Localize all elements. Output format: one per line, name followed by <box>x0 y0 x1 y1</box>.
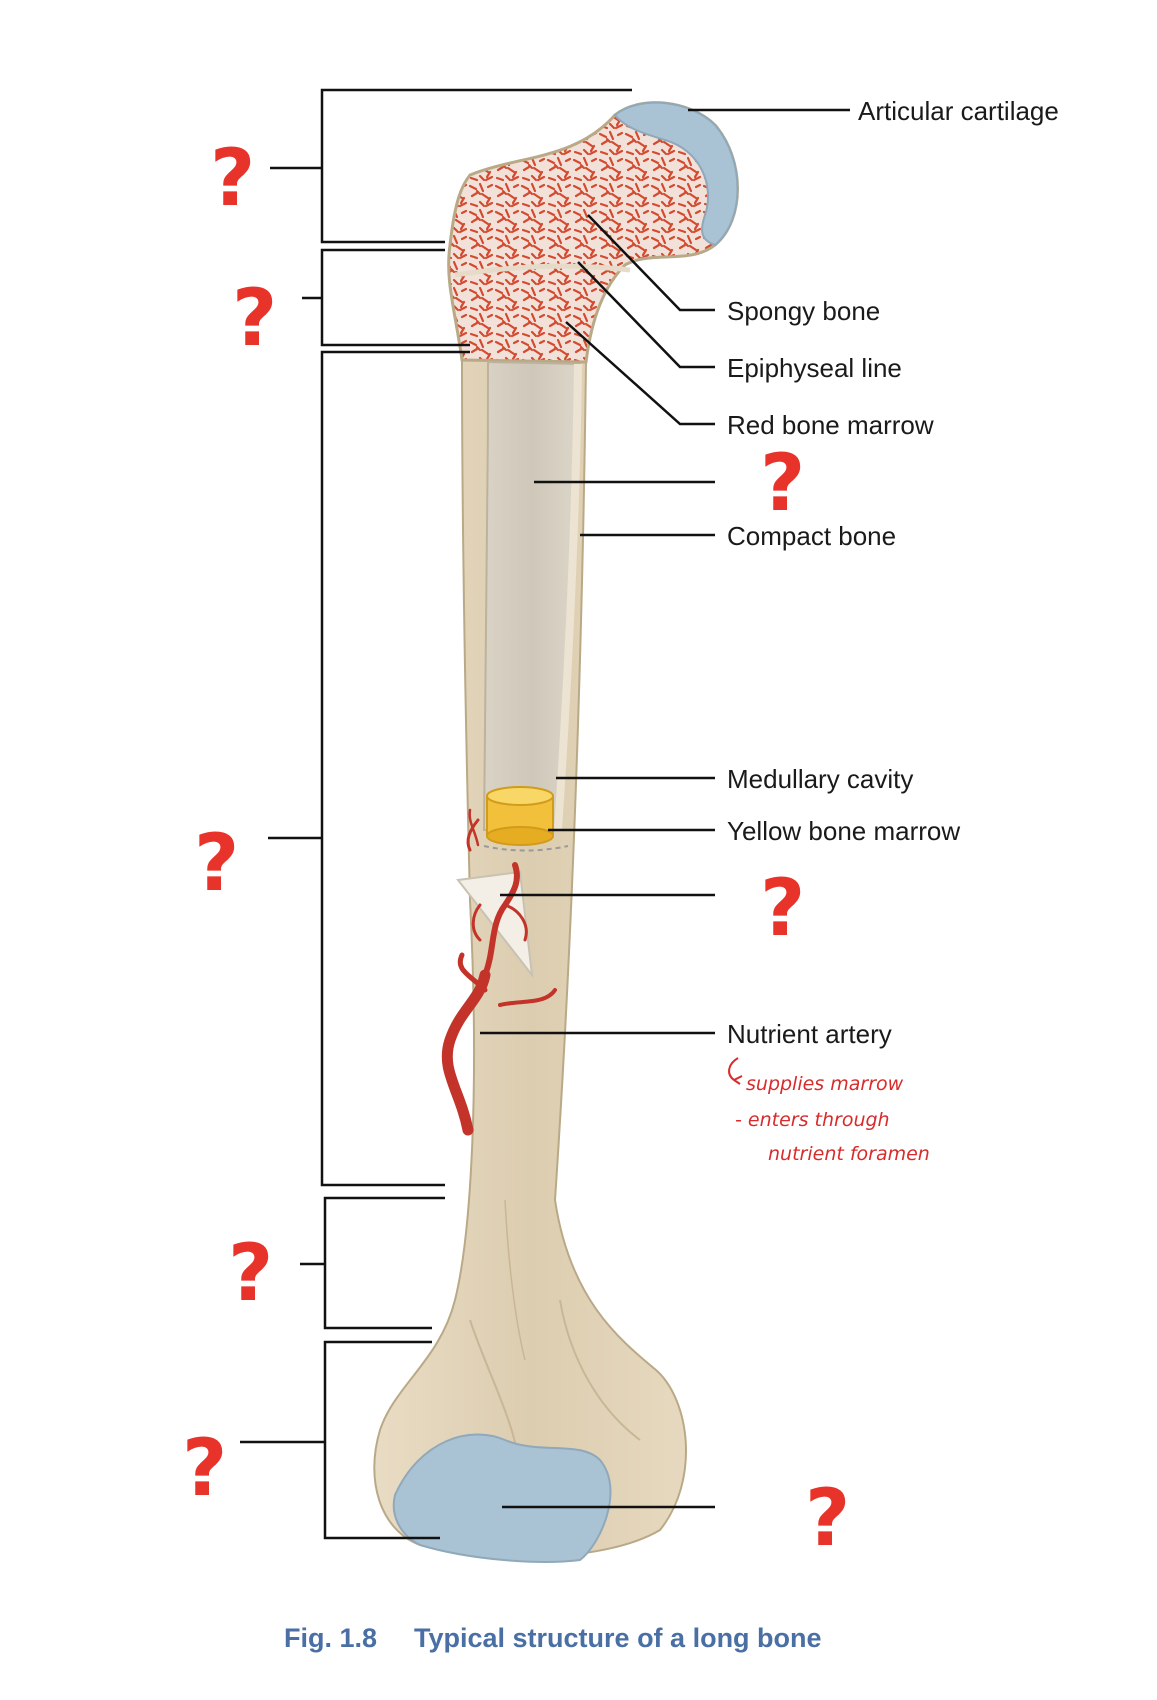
label-medullary-cavity: Medullary cavity <box>727 764 913 794</box>
label-nutrient-artery: Nutrient artery <box>727 1019 892 1049</box>
question-mark-6: ? <box>228 1229 273 1319</box>
caption-title: Typical structure of a long bone <box>414 1623 822 1653</box>
leader-lines <box>480 108 850 1509</box>
label-yellow-bone-marrow: Yellow bone marrow <box>727 816 960 846</box>
note-line-2: - enters through <box>735 1109 890 1131</box>
question-mark-2: ? <box>232 274 277 364</box>
label-spongy-bone: Spongy bone <box>727 296 880 326</box>
hooked-arrow-icon <box>728 1057 743 1085</box>
note-line-3: nutrient foramen <box>768 1143 930 1165</box>
epiphyseal-line-mark <box>454 263 631 278</box>
question-mark-8: ? <box>805 1474 850 1564</box>
figure-caption: Fig. 1.8 Typical structure of a long bon… <box>284 1623 822 1653</box>
bone-illustration <box>373 101 739 1563</box>
left-brackets <box>240 88 632 1540</box>
caption-number: Fig. 1.8 <box>284 1623 377 1653</box>
label-compact-bone: Compact bone <box>727 521 896 551</box>
question-mark-4: ? <box>194 819 239 909</box>
unknown-markers: ? ? ? ? ? ? ? ? <box>182 134 850 1564</box>
yellow-marrow-cylinder <box>486 786 554 846</box>
question-mark-5: ? <box>760 864 805 954</box>
question-mark-7: ? <box>182 1424 227 1514</box>
handwritten-note: supplies marrow - enters through nutrien… <box>728 1057 930 1165</box>
structure-labels: Articular cartilage Spongy bone Epiphyse… <box>727 96 1059 1049</box>
label-red-bone-marrow: Red bone marrow <box>727 410 934 440</box>
question-mark-3: ? <box>760 439 805 529</box>
note-line-1: supplies marrow <box>746 1073 904 1095</box>
proximal-articular-cartilage <box>613 101 739 247</box>
nutrient-artery-vessel <box>441 808 557 1136</box>
distal-articular-cartilage <box>392 1433 612 1563</box>
label-articular-cartilage: Articular cartilage <box>858 96 1059 126</box>
label-epiphyseal-line: Epiphyseal line <box>727 353 902 383</box>
question-mark-1: ? <box>210 134 255 224</box>
